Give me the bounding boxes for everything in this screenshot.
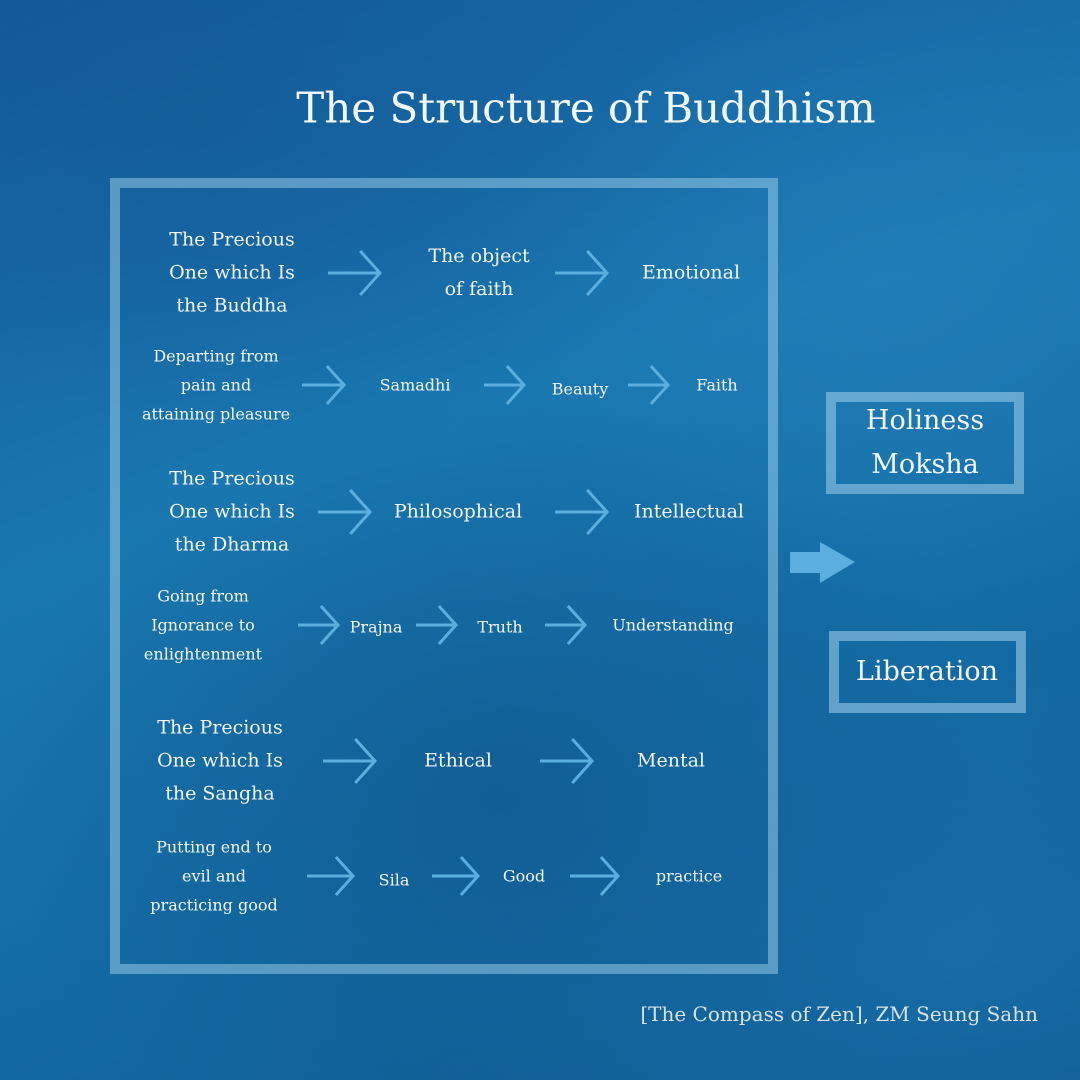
arrow-right-icon [328, 249, 383, 297]
node-text-line: Putting end to [156, 837, 272, 857]
arrow-right-icon [298, 604, 341, 646]
node-text-line: the Sangha [165, 782, 275, 805]
arrow-right-icon [307, 855, 356, 897]
arrow-right-icon [540, 737, 595, 785]
liberation-label: Liberation [856, 656, 998, 687]
node-text-line: One which Is [169, 261, 295, 284]
node-text-line: The Precious [169, 228, 295, 251]
row-step: Sila [379, 866, 410, 895]
node-text-line: Going from [157, 586, 249, 606]
row-step: Good [503, 862, 545, 891]
row-source: Putting end to evil and practicing good [150, 833, 277, 920]
arrow-right-icon [570, 855, 621, 897]
node-text-line: One which Is [169, 500, 295, 523]
node-text-line: Ignorance to [151, 615, 255, 635]
node-text-line: pain and [180, 375, 252, 395]
node-text-line: Faith [696, 375, 738, 395]
page-title: The Structure of Buddhism [296, 83, 876, 133]
row-step: The object of faith [428, 240, 529, 306]
node-text-line: The Precious [157, 716, 283, 739]
node-text-line: Good [502, 866, 546, 886]
node-text-line: practicing good [150, 895, 278, 915]
citation: [The Compass of Zen], ZM Seung Sahn [640, 1002, 1038, 1026]
node-text-line: Departing from [153, 346, 279, 366]
liberation-box [829, 631, 1026, 713]
node-text-line: Ethical [424, 749, 492, 772]
node-text-line: One which Is [157, 749, 283, 772]
node-text-line: Mental [637, 749, 705, 772]
node-text-line: Prajna [349, 617, 403, 637]
arrow-right-icon [555, 488, 610, 536]
arrow-right-icon [323, 737, 378, 785]
node-text-line: Truth [477, 617, 523, 637]
row-step: Philosophical [394, 496, 522, 529]
node-text-line: Understanding [612, 615, 734, 635]
row-step: practice [656, 862, 722, 891]
row-step: Understanding [612, 611, 734, 640]
row-step: Ethical [424, 745, 492, 778]
row-step: Samadhi [380, 371, 451, 400]
arrow-right-icon [628, 364, 671, 406]
arrow-right-icon [416, 604, 459, 646]
arrow-right-icon [432, 855, 481, 897]
node-text-line: The object [428, 245, 530, 267]
node-text-line: enlightenment [143, 644, 263, 664]
arrow-right-icon [302, 364, 347, 406]
node-text-line: Intellectual [634, 500, 744, 523]
node-text-line: Beauty [551, 379, 609, 399]
node-text-line: The Precious [169, 467, 295, 490]
arrow-right-icon [484, 364, 527, 406]
row-step: Emotional [642, 257, 740, 290]
holiness-moksha-label: Holiness Moksha [866, 399, 984, 487]
node-text-line: Sila [378, 870, 410, 890]
moksha-text: Moksha [871, 449, 979, 480]
node-text-line: the Dharma [174, 533, 290, 556]
node-text-line: the Buddha [176, 294, 288, 317]
row-step: Intellectual [634, 496, 744, 529]
row-source: Departing from pain and attaining pleasure [142, 342, 290, 429]
node-text-line: attaining pleasure [141, 404, 291, 424]
node-text-line: Emotional [641, 261, 741, 284]
row-step: Faith [696, 371, 737, 400]
node-text-line: of faith [444, 278, 514, 300]
row-step: Prajna [350, 613, 403, 642]
row-step: Mental [637, 745, 705, 778]
node-text-line: evil and [182, 866, 246, 886]
holiness-box [826, 392, 1024, 494]
row-step: Beauty [552, 375, 609, 404]
node-text-line: Samadhi [379, 375, 451, 395]
row-step: Truth [477, 613, 522, 642]
node-text-line: Philosophical [393, 500, 523, 523]
holiness-text: Holiness [865, 405, 985, 436]
node-text-line: practice [655, 866, 723, 886]
arrow-right-icon [318, 488, 373, 536]
structure-frame [110, 178, 778, 974]
arrow-right-icon [545, 604, 588, 646]
arrow-right-icon [555, 249, 610, 297]
